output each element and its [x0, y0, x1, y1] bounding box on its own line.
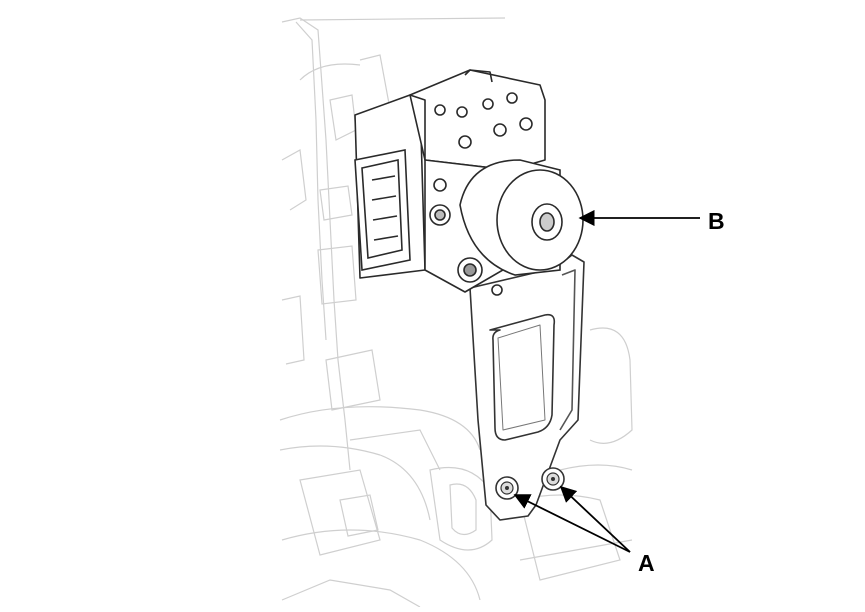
- arrow-a-left: [513, 494, 631, 553]
- bolt-right: [541, 467, 565, 491]
- callout-label-a: A: [638, 550, 655, 576]
- arrow-a-right: [559, 485, 631, 553]
- mounting-bracket: [469, 254, 585, 521]
- electrical-connector: [354, 149, 411, 271]
- callout-arrows: [513, 209, 700, 553]
- bolt-left: [495, 476, 519, 500]
- bracket-bolts: [495, 467, 565, 500]
- callout-label-b: B: [708, 208, 725, 234]
- motor-cover: [459, 159, 584, 276]
